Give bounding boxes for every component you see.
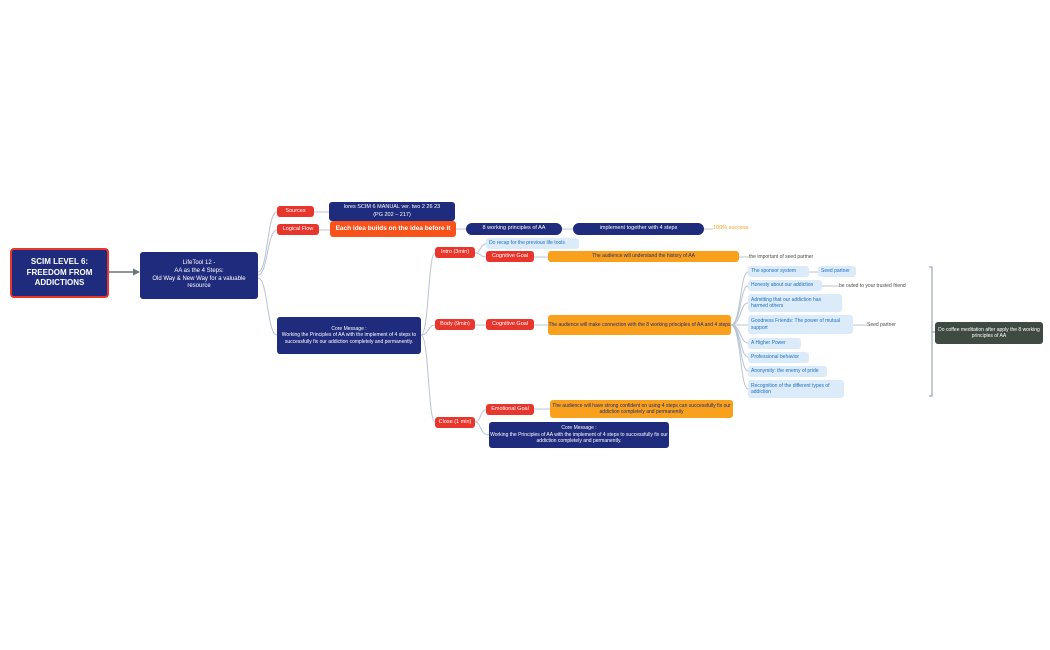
node-100-percent-success[interactable]: 100% success <box>713 225 749 232</box>
intro-cognitive-goal-node[interactable]: The audience will understand the history… <box>548 251 739 262</box>
principle-item-honesty[interactable]: Honesty about our addiction <box>748 280 822 291</box>
intro-section-badge[interactable]: Intro (3min) <box>435 247 475 258</box>
node-8-working-principles[interactable]: 8 working principles of AA <box>466 223 562 235</box>
summary-bracket <box>929 266 935 397</box>
intro-cognitive-goal-badge[interactable]: Cognitive Goal <box>486 251 534 262</box>
body-cognitive-goal-node[interactable]: The audience will make connection with t… <box>548 315 731 335</box>
principle-item-admitting-harm[interactable]: Admitting that our addiction has harmed … <box>748 294 842 312</box>
principle-child-outed-trusted-friend[interactable]: be outed to your trusted friend <box>839 282 906 289</box>
root-arrow <box>109 268 140 276</box>
principle-item-anonymity[interactable]: Anonymity: the enemy of pride <box>748 366 827 377</box>
close-emotional-goal-badge[interactable]: Emotional Goal <box>486 404 534 415</box>
principle-item-sponsor-system[interactable]: The sponsor system <box>748 266 809 277</box>
principle-item-professional-behavior[interactable]: Professional behavior <box>748 352 809 363</box>
body-section-badge[interactable]: Body (9min) <box>435 319 475 330</box>
intro-recap-node[interactable]: Do recap for the previous life tools <box>486 238 579 249</box>
close-emotional-goal-node[interactable]: The audience will have strong confident … <box>550 400 733 418</box>
principle-item-goodness-friends[interactable]: Goodness Friends: The power of mutual su… <box>748 315 853 334</box>
intro-seed-partner-note[interactable]: the important of seed partner <box>749 253 814 260</box>
root-topic-scim-level-6[interactable]: SCIM LEVEL 6: FREEDOM FROM ADDICTIONS <box>10 248 109 298</box>
principle-item-recognition-addiction-types[interactable]: Recognition of the different types of ad… <box>748 380 844 398</box>
summary-coffee-meditation-node[interactable]: Do coffee meditation after apply the 8 w… <box>935 322 1043 344</box>
arrowhead-icon <box>133 268 140 276</box>
principle-item-higher-power[interactable]: A Higher Power <box>748 338 801 349</box>
principle-child-seed-partner-2[interactable]: Seed partner <box>867 321 896 328</box>
body-cognitive-goal-badge[interactable]: Cognitive Goal <box>486 319 534 330</box>
principle-child-seed-partner-1[interactable]: Seed partner <box>818 266 856 277</box>
sources-detail-node[interactable]: lores SCIM 6 MANUAL ver. two 2 26 23 (PG… <box>329 202 455 221</box>
logical-flow-detail-node[interactable]: Each idea builds on the idea before it <box>330 221 456 237</box>
branch-connectors <box>257 211 867 436</box>
core-message-node[interactable]: Core Message : Working the Principles of… <box>277 317 421 354</box>
close-core-message-node[interactable]: Core Message : Working the Principles of… <box>489 422 669 448</box>
node-implement-together[interactable]: implement together with 4 steps <box>573 223 704 235</box>
topic-lifetool-12[interactable]: LifeTool 12 - AA as the 4 Steps: Old Way… <box>140 252 258 299</box>
logical-flow-badge[interactable]: Logical Flow <box>277 224 319 235</box>
sources-badge[interactable]: Sources <box>277 206 314 217</box>
close-section-badge[interactable]: Close (1 min) <box>435 417 475 428</box>
